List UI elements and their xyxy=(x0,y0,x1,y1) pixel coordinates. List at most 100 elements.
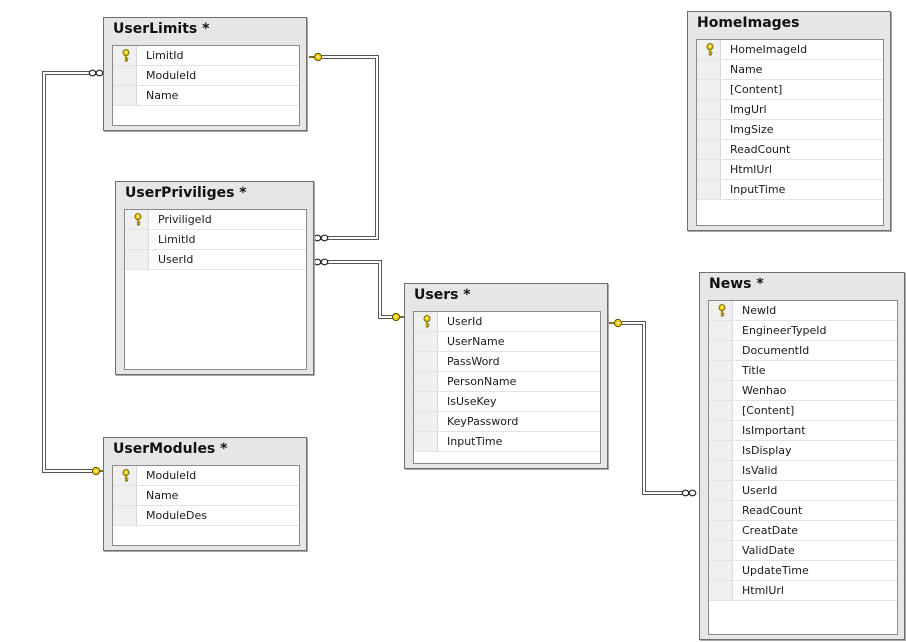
row-selector[interactable] xyxy=(113,86,137,105)
row-selector[interactable] xyxy=(113,66,137,85)
many-end-icon xyxy=(313,234,329,242)
row-selector[interactable] xyxy=(709,461,733,480)
table-title: News * xyxy=(709,276,764,292)
row-selector[interactable] xyxy=(697,80,721,99)
column-row[interactable]: Name xyxy=(113,86,299,106)
row-selector[interactable] xyxy=(709,561,733,580)
row-selector[interactable] xyxy=(113,466,137,485)
column-row[interactable]: UpdateTime xyxy=(709,561,897,581)
row-selector[interactable] xyxy=(709,421,733,440)
row-selector[interactable] xyxy=(697,160,721,179)
row-selector[interactable] xyxy=(709,541,733,560)
row-selector[interactable] xyxy=(709,381,733,400)
row-selector[interactable] xyxy=(414,432,438,451)
row-selector[interactable] xyxy=(697,140,721,159)
relationship-line[interactable] xyxy=(42,69,105,476)
row-selector[interactable] xyxy=(709,441,733,460)
row-selector[interactable] xyxy=(113,46,137,65)
column-row[interactable]: ReadCount xyxy=(709,501,897,521)
column-row[interactable]: IsImportant xyxy=(709,421,897,441)
primary-key-icon xyxy=(706,43,714,56)
column-row[interactable]: IsUseKey xyxy=(414,392,600,412)
column-row[interactable]: NewId xyxy=(709,301,897,321)
relationship-line[interactable] xyxy=(313,258,405,322)
column-row[interactable]: ImgSize xyxy=(697,120,883,140)
row-selector[interactable] xyxy=(709,341,733,360)
column-name: LimitId xyxy=(158,233,196,246)
row-selector[interactable] xyxy=(697,120,721,139)
column-row[interactable]: DocumentId xyxy=(709,341,897,361)
column-row[interactable]: PriviligeId xyxy=(125,210,306,230)
row-selector[interactable] xyxy=(709,321,733,340)
column-row[interactable]: Name xyxy=(697,60,883,80)
column-row[interactable]: UserId xyxy=(125,250,306,270)
column-row[interactable]: InputTime xyxy=(414,432,600,452)
column-row[interactable]: ReadCount xyxy=(697,140,883,160)
column-row[interactable]: [Content] xyxy=(709,401,897,421)
row-selector[interactable] xyxy=(125,250,149,269)
column-row[interactable]: UserId xyxy=(414,312,600,332)
row-selector[interactable] xyxy=(709,361,733,380)
column-name: PassWord xyxy=(447,355,500,368)
column-name: CreatDate xyxy=(742,524,799,537)
column-row[interactable]: HtmlUrl xyxy=(709,581,897,601)
column-name: Wenhao xyxy=(742,384,787,397)
many-end-icon xyxy=(313,258,329,266)
column-name: UserName xyxy=(447,335,505,348)
row-selector[interactable] xyxy=(697,100,721,119)
column-row[interactable]: [Content] xyxy=(697,80,883,100)
row-selector[interactable] xyxy=(125,230,149,249)
column-row[interactable]: LimitId xyxy=(113,46,299,66)
column-row[interactable]: Wenhao xyxy=(709,381,897,401)
relationship-line[interactable] xyxy=(609,318,697,497)
column-row[interactable]: HtmlUrl xyxy=(697,160,883,180)
column-name: DocumentId xyxy=(742,344,810,357)
row-selector[interactable] xyxy=(414,312,438,331)
row-selector[interactable] xyxy=(709,581,733,600)
row-selector[interactable] xyxy=(709,401,733,420)
row-selector[interactable] xyxy=(697,40,721,59)
row-selector[interactable] xyxy=(414,392,438,411)
column-row[interactable]: PassWord xyxy=(414,352,600,372)
column-row[interactable]: Name xyxy=(113,486,299,506)
column-row[interactable]: UserName xyxy=(414,332,600,352)
row-selector[interactable] xyxy=(113,486,137,505)
column-name: ReadCount xyxy=(742,504,803,517)
row-selector[interactable] xyxy=(709,521,733,540)
column-row[interactable]: UserId xyxy=(709,481,897,501)
row-selector[interactable] xyxy=(414,352,438,371)
row-selector[interactable] xyxy=(697,60,721,79)
column-row[interactable]: ImgUrl xyxy=(697,100,883,120)
column-row[interactable]: ModuleDes xyxy=(113,506,299,526)
row-selector[interactable] xyxy=(709,501,733,520)
relationship-line[interactable] xyxy=(309,52,379,242)
row-selector[interactable] xyxy=(414,332,438,351)
column-row[interactable]: HomeImageId xyxy=(697,40,883,60)
row-selector[interactable] xyxy=(414,372,438,391)
row-selector[interactable] xyxy=(709,481,733,500)
column-row[interactable]: InputTime xyxy=(697,180,883,200)
column-name: ModuleDes xyxy=(146,509,207,522)
column-row[interactable]: EngineerTypeId xyxy=(709,321,897,341)
column-row[interactable]: PersonName xyxy=(414,372,600,392)
column-row[interactable]: ModuleId xyxy=(113,66,299,86)
column-row[interactable]: IsValid xyxy=(709,461,897,481)
row-selector[interactable] xyxy=(414,412,438,431)
column-row[interactable]: KeyPassword xyxy=(414,412,600,432)
row-selector[interactable] xyxy=(113,506,137,525)
row-selector[interactable] xyxy=(709,301,733,320)
row-selector[interactable] xyxy=(125,210,149,229)
column-row[interactable]: ModuleId xyxy=(113,466,299,486)
column-row[interactable]: LimitId xyxy=(125,230,306,250)
column-row[interactable]: CreatDate xyxy=(709,521,897,541)
column-row[interactable]: ValidDate xyxy=(709,541,897,561)
column-row[interactable]: Title xyxy=(709,361,897,381)
row-selector[interactable] xyxy=(697,180,721,199)
column-row[interactable]: IsDisplay xyxy=(709,441,897,461)
